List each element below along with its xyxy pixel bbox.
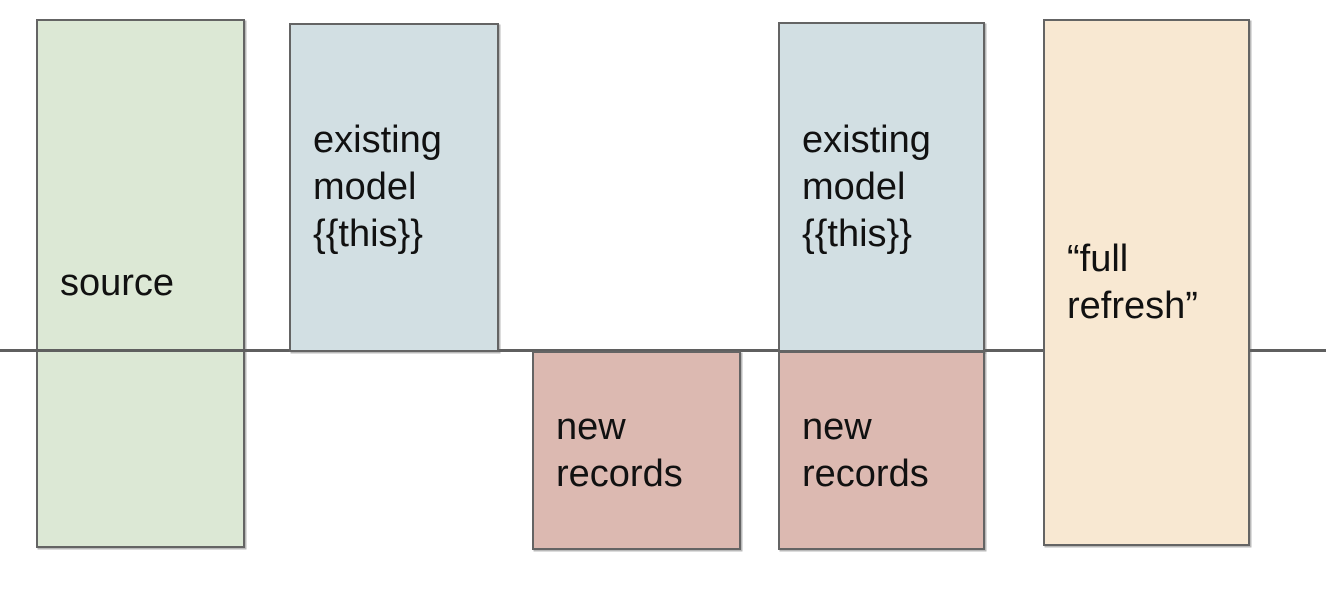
full-refresh-label: “full refresh” xyxy=(1067,237,1198,327)
existing-model-label-1: existing model {{this}} xyxy=(313,119,442,255)
existing-model-label-2: existing model {{this}} xyxy=(802,118,931,255)
baseline-rule xyxy=(0,349,1326,352)
source-box: source xyxy=(36,19,245,548)
new-records-box-1: new records xyxy=(532,351,741,550)
new-records-box-2: new records xyxy=(778,351,985,550)
existing-model-box-2: existing model {{this}} xyxy=(778,22,985,352)
full-refresh-box: “full refresh” xyxy=(1043,19,1250,546)
new-records-label-2: new records xyxy=(802,405,929,495)
existing-model-box-1: existing model {{this}} xyxy=(289,23,499,352)
new-records-label-1: new records xyxy=(556,405,683,495)
source-label: source xyxy=(60,262,175,304)
